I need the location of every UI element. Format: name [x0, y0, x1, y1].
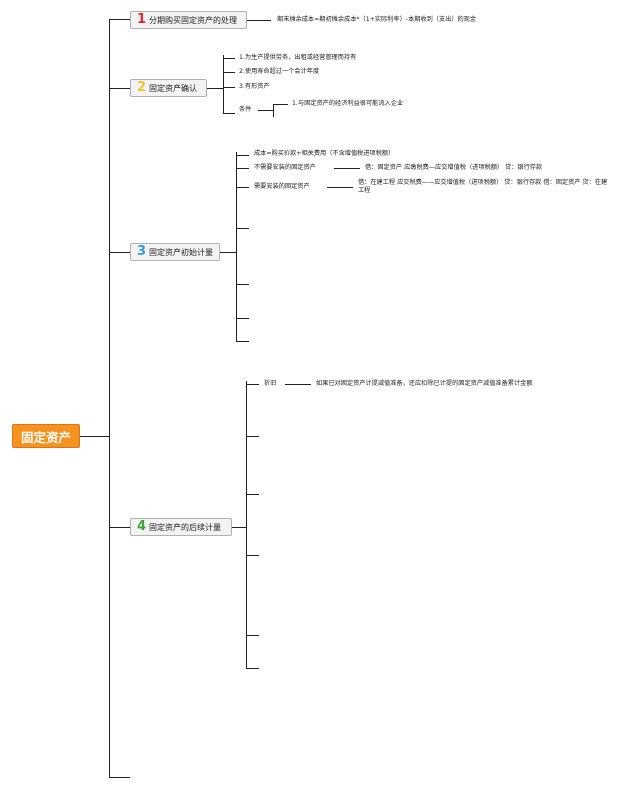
trunk-line: [109, 19, 110, 778]
branch-2-item-1: 1.为生产提供劳务，出租或经营管理而持有: [239, 54, 357, 61]
branch-3-item-3: 需要安装的固定资产: [254, 183, 310, 190]
branch-4-item-1-line: [285, 384, 311, 385]
branch-2-tick-2: [223, 72, 235, 73]
branch-2-number: 2: [137, 80, 147, 95]
branch-3-item-2-child: 借：固定资产 应缴税费—应交增值税（进项税额） 贷：银行存款: [365, 164, 543, 171]
branch-3-tick-5: [236, 284, 249, 285]
branch-3-connector: [109, 252, 130, 253]
branch-3-tick-6: [236, 318, 249, 319]
branch-4-spine: [246, 381, 247, 669]
branch-2-tick-1: [223, 58, 235, 59]
branch-3-tick-7: [236, 341, 249, 342]
branch-3-item-1: 成本=购买价款+相关费用（不含增值税进项税额）: [254, 150, 395, 157]
branch-2-tick-4: [223, 113, 235, 114]
branch-3-connector-right: [220, 252, 237, 253]
branch-2-item-2: 2.使用寿命超过一个会计年度: [239, 68, 320, 75]
branch-2-condition-child: 1.与固定资产的经济利益很可能流入企业: [292, 100, 404, 107]
branch-3-spine: [236, 152, 237, 342]
branch-1-item-line: [247, 20, 271, 21]
branch-3-label: 固定资产初始计量: [149, 247, 214, 257]
branch-4-tick-6: [246, 668, 259, 669]
branch-3-item-2-line: [334, 168, 360, 169]
branch-4-item-1-child: 如果已对固定资产计提减值准备，还应扣除已计提的固定资产减值准备累计金额: [316, 380, 533, 387]
branch-2-spine: [223, 55, 224, 114]
branch-1-item-1: 期末摊余成本=期初摊余成本*（1+实际利率）-本期收到（支出）的现金: [277, 16, 477, 23]
branch-3-tick-4: [236, 228, 249, 229]
branch-3-item-2: 不需要安装的固定资产: [254, 164, 316, 171]
branch-3-number: 3: [137, 244, 147, 259]
branch-2-label: 固定资产确认: [149, 83, 198, 93]
branch-4-tick-2: [246, 436, 259, 437]
branch-3-tick-3: [236, 187, 249, 188]
branch-3-tick-1: [236, 155, 249, 156]
branch-1-node[interactable]: 1 分期购买固定资产的处理: [130, 11, 247, 29]
branch-2-connector: [109, 88, 130, 89]
branch-1-label: 分期购买固定资产的处理: [149, 15, 238, 25]
branch-3-item-3-line: [327, 187, 353, 188]
root-connector: [80, 436, 109, 437]
branch-2-item-4: 条件: [239, 106, 252, 113]
branch-4-connector-right: [232, 527, 247, 528]
branch-2-condition-spine: [273, 104, 274, 117]
root-node[interactable]: 固定资产: [12, 424, 80, 448]
branch-4-tick-4: [246, 555, 259, 556]
branch-4-label: 固定资产的后续计量: [149, 522, 222, 532]
branch-3-tick-2: [236, 168, 249, 169]
branch-4-tick-5: [246, 635, 259, 636]
branch-4-connector: [109, 527, 130, 528]
branch-2-node[interactable]: 2 固定资产确认: [130, 79, 207, 97]
branch-4-tick-3: [246, 494, 259, 495]
branch-4-node[interactable]: 4 固定资产的后续计量: [130, 518, 232, 536]
branch-1-number: 1: [137, 12, 147, 27]
trunk-top-tick: [109, 19, 130, 20]
branch-2-connector-right: [207, 88, 224, 89]
branch-4-tick-1: [246, 384, 259, 385]
branch-4-item-1: 折旧: [264, 380, 277, 387]
branch-2-tick-3: [223, 87, 235, 88]
branch-3-node[interactable]: 3 固定资产初始计量: [130, 243, 220, 261]
branch-2-condition-tick: [273, 104, 288, 105]
branch-4-number: 4: [137, 519, 147, 534]
trunk-bottom-tick: [109, 777, 130, 778]
branch-2-condition-line: [258, 110, 273, 111]
branch-2-item-3: 3.有形资产: [239, 83, 270, 90]
branch-3-item-3-child: 借：在建工程 应交税费——应交增值税（进项税额） 贷：银行存款 借：固定资产 贷…: [358, 179, 608, 194]
